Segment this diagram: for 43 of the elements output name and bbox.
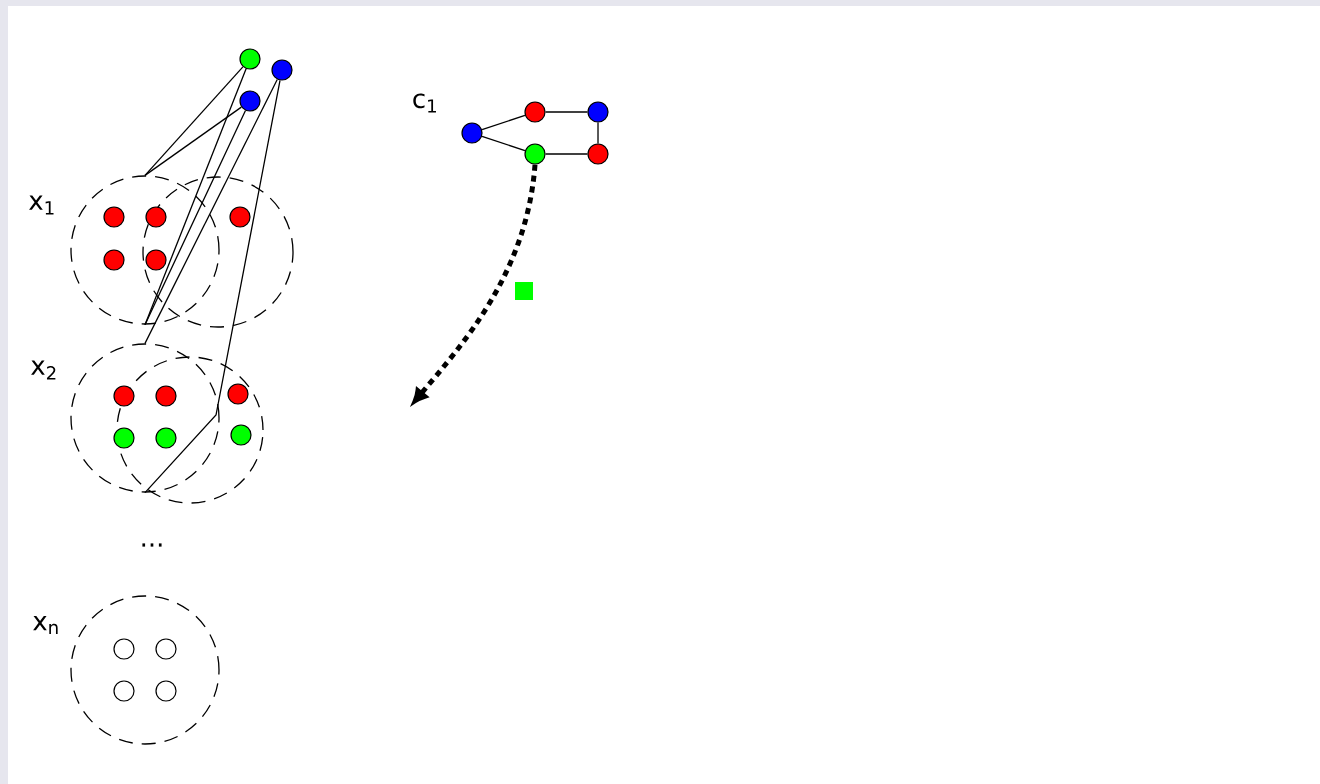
set-label: x$_{n}$	[33, 616, 58, 634]
dot	[587, 101, 609, 123]
dot	[524, 101, 546, 123]
set-label: x$_{1}$	[29, 195, 54, 215]
dot	[113, 680, 135, 702]
dashed-circle	[70, 595, 220, 745]
set-label: x$_{2}$	[31, 360, 56, 380]
connector-line	[544, 111, 589, 113]
set-label: ...	[142, 543, 162, 547]
connector-line	[144, 106, 242, 176]
dot	[239, 48, 261, 70]
dot	[155, 638, 177, 660]
dot	[113, 385, 135, 407]
dot	[113, 638, 135, 660]
dot	[587, 143, 609, 165]
dashed-circle	[116, 356, 264, 504]
connector-line	[144, 78, 278, 344]
dot	[229, 206, 251, 228]
connector-line	[544, 153, 589, 155]
connector-line	[144, 79, 281, 494]
dot	[155, 385, 177, 407]
dashed-circle	[70, 343, 220, 493]
dot	[239, 90, 261, 112]
dashed-circle	[142, 176, 294, 328]
dot	[103, 206, 125, 228]
dot	[155, 680, 177, 702]
dot	[230, 424, 252, 446]
dot	[145, 249, 167, 271]
set-label: c$_{1}$	[413, 93, 436, 113]
dot	[271, 59, 293, 81]
connector-line	[481, 114, 526, 131]
connector-line	[481, 135, 526, 152]
dot	[113, 427, 135, 449]
dashed-circle	[70, 175, 220, 325]
dot	[145, 206, 167, 228]
dot	[227, 383, 249, 405]
connector-line	[597, 121, 599, 145]
connector-line	[144, 66, 244, 176]
dot	[461, 122, 483, 144]
dot	[103, 249, 125, 271]
connector-line	[144, 109, 247, 326]
dot	[155, 427, 177, 449]
dot	[524, 143, 546, 165]
